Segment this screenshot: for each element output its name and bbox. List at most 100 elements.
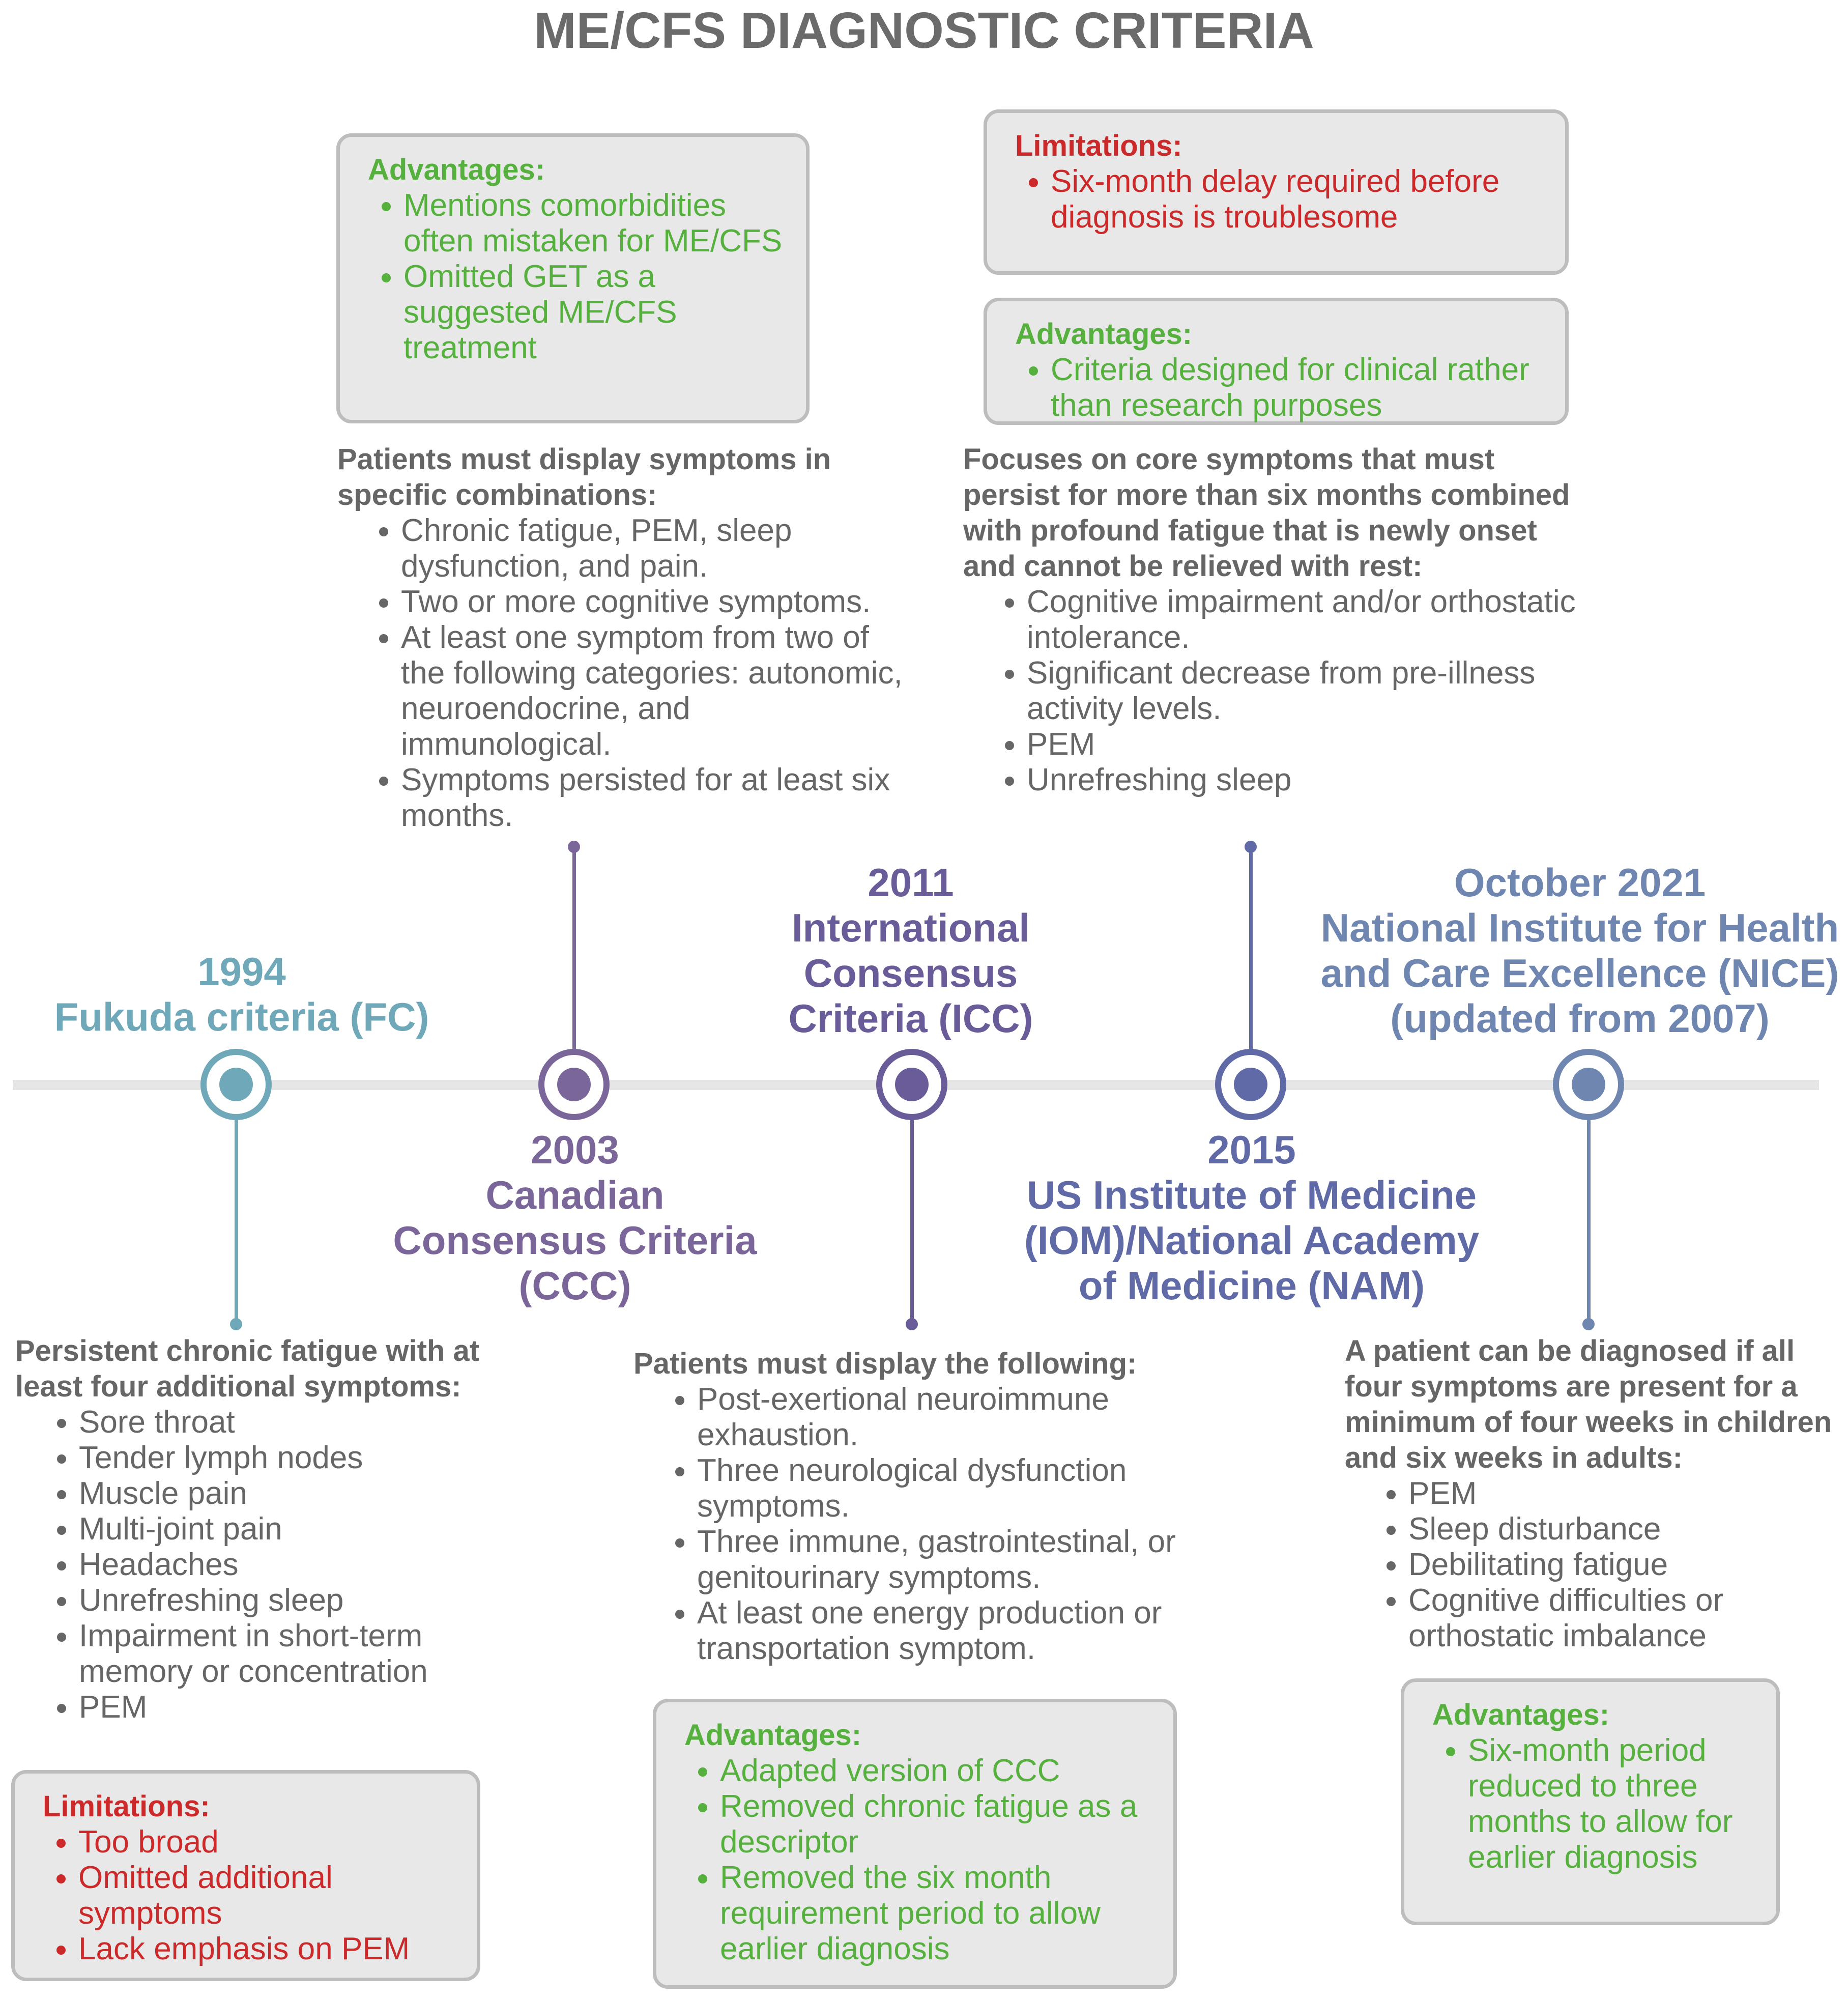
description-iom: Focuses on core symptoms that must persi… (963, 442, 1594, 798)
limitations-list: Six-month delay required before diagnosi… (1015, 164, 1545, 235)
list-item: Impairment in short-term memory or conce… (79, 1618, 514, 1690)
milestone-name-line: Canadian (485, 1173, 665, 1217)
marker-core (895, 1068, 929, 1101)
list-item: Three neurological dysfunction symptoms. (697, 1453, 1203, 1524)
list-item: Tender lymph nodes (79, 1440, 514, 1476)
timeline-marker-iom (1215, 1049, 1286, 1120)
list-item: At least one symptom from two of the fol… (401, 620, 907, 762)
description-nice: A patient can be diagnosed if all four s… (1345, 1333, 1833, 1654)
advantages-heading: Advantages: (1432, 1698, 1610, 1731)
connector-end-dot (1582, 1318, 1595, 1330)
list-item: Headaches (79, 1547, 514, 1583)
milestone-label-nice: October 2021 National Institute for Heal… (1318, 860, 1842, 1041)
timeline-marker-icc (876, 1049, 947, 1120)
connector-iom (1249, 847, 1253, 1050)
advantages-box-iom: Advantages: Criteria designed for clinic… (984, 298, 1569, 425)
list-item: PEM (1408, 1476, 1833, 1511)
milestone-name-line: (IOM)/National Academy (1024, 1218, 1480, 1263)
symptom-list: PEM Sleep disturbance Debilitating fatig… (1345, 1476, 1833, 1654)
advantages-heading: Advantages: (1015, 318, 1193, 351)
milestone-name-line: Criteria (ICC) (788, 996, 1033, 1041)
advantages-box-icc: Advantages: Adapted version of CCC Remov… (653, 1699, 1177, 1989)
advantages-heading: Advantages: (684, 1719, 862, 1752)
list-item: Chronic fatigue, PEM, sleep dysfunction,… (401, 513, 907, 584)
description-fc: Persistent chronic fatigue with at least… (15, 1333, 514, 1725)
milestone-name-line: (CCC) (518, 1263, 631, 1308)
list-item: Sleep disturbance (1408, 1511, 1833, 1547)
advantages-box-nice: Advantages: Six-month period reduced to … (1401, 1678, 1780, 1925)
limitations-list: Too broad Omitted additional symptoms La… (43, 1824, 456, 1967)
advantages-list: Criteria designed for clinical rather th… (1015, 352, 1545, 423)
list-item: Omitted GET as a suggested ME/CFS treatm… (403, 259, 786, 366)
symptom-list: Chronic fatigue, PEM, sleep dysfunction,… (337, 513, 907, 834)
description-lead: A patient can be diagnosed if all four s… (1345, 1334, 1832, 1474)
page-title: ME/CFS DIAGNOSTIC CRITERIA (534, 2, 1314, 59)
list-item: Unrefreshing sleep (79, 1583, 514, 1618)
list-item: PEM (1027, 727, 1594, 762)
symptom-list: Cognitive impairment and/or orthostatic … (963, 584, 1594, 798)
connector-ccc (572, 847, 576, 1050)
milestone-name-line: Consensus Criteria (393, 1218, 757, 1263)
milestone-label-iom: 2015 US Institute of Medicine (IOM)/Nati… (982, 1127, 1521, 1308)
list-item: PEM (79, 1690, 514, 1725)
advantages-heading: Advantages: (368, 153, 545, 186)
milestone-year: 2003 (531, 1127, 619, 1172)
limitations-heading: Limitations: (1015, 129, 1182, 162)
list-item: Removed the six month requirement period… (720, 1860, 1153, 1967)
timeline-marker-fc (200, 1049, 272, 1120)
limitations-box-fc: Limitations: Too broad Omitted additiona… (11, 1770, 480, 1981)
milestone-name-line: (updated from 2007) (1390, 996, 1770, 1041)
marker-core (557, 1068, 591, 1101)
marker-core (1234, 1068, 1267, 1101)
milestone-name-line: and Care Excellence (NICE) (1320, 951, 1839, 995)
connector-end-dot (906, 1318, 918, 1330)
list-item: Sore throat (79, 1405, 514, 1440)
list-item: Adapted version of CCC (720, 1753, 1153, 1789)
advantages-list: Adapted version of CCC Removed chronic f… (684, 1753, 1153, 1967)
list-item: Mentions comorbidities often mistaken fo… (403, 188, 786, 259)
connector-fc (235, 1120, 238, 1323)
symptom-list: Post-exertional neuroimmune exhaustion. … (633, 1382, 1203, 1667)
advantages-box-ccc: Advantages: Mentions comorbidities often… (336, 133, 810, 423)
milestone-label-fc: 1994 Fukuda criteria (FC) (31, 949, 453, 1040)
limitations-box-iom: Limitations: Six-month delay required be… (984, 109, 1569, 275)
advantages-list: Six-month period reduced to three months… (1432, 1733, 1756, 1875)
list-item: Multi-joint pain (79, 1511, 514, 1547)
list-item: At least one energy production or transp… (697, 1595, 1203, 1667)
marker-core (1572, 1068, 1605, 1101)
milestone-name-line: Consensus (803, 951, 1018, 995)
list-item: Cognitive difficulties or orthostatic im… (1408, 1583, 1833, 1654)
description-ccc: Patients must display symptoms in specif… (337, 442, 907, 834)
milestone-name-line: of Medicine (NAM) (1078, 1263, 1425, 1308)
list-item: Too broad (78, 1824, 456, 1860)
milestone-year: October 2021 (1454, 860, 1706, 905)
list-item: Muscle pain (79, 1476, 514, 1511)
timeline-marker-ccc (538, 1049, 610, 1120)
list-item: Omitted additional symptoms (78, 1860, 456, 1931)
timeline-marker-nice (1553, 1049, 1624, 1120)
list-item: Debilitating fatigue (1408, 1547, 1833, 1583)
symptom-list: Sore throat Tender lymph nodes Muscle pa… (15, 1405, 514, 1725)
list-item: Lack emphasis on PEM (78, 1931, 456, 1967)
list-item: Removed chronic fatigue as a descriptor (720, 1789, 1153, 1860)
milestone-name-line: National Institute for Health (1320, 905, 1839, 950)
description-lead: Patients must display symptoms in specif… (337, 443, 831, 511)
list-item: Post-exertional neuroimmune exhaustion. (697, 1382, 1203, 1453)
list-item: Cognitive impairment and/or orthostatic … (1027, 584, 1594, 655)
milestone-name-line: International (791, 905, 1030, 950)
list-item: Two or more cognitive symptoms. (401, 584, 907, 620)
advantages-list: Mentions comorbidities often mistaken fo… (368, 188, 786, 366)
list-item: Significant decrease from pre-illness ac… (1027, 655, 1594, 727)
milestone-year: 2015 (1207, 1127, 1296, 1172)
marker-core (219, 1068, 253, 1101)
milestone-year: 1994 (197, 949, 286, 994)
description-icc: Patients must display the following: Pos… (633, 1346, 1203, 1667)
list-item: Symptoms persisted for at least six mont… (401, 762, 907, 834)
milestone-label-icc: 2011 International Consensus Criteria (I… (728, 860, 1094, 1041)
milestone-label-ccc: 2003 Canadian Consensus Criteria (CCC) (356, 1127, 794, 1308)
list-item: Six-month period reduced to three months… (1468, 1733, 1756, 1875)
milestone-name-line: US Institute of Medicine (1026, 1173, 1477, 1217)
description-lead: Focuses on core symptoms that must persi… (963, 443, 1570, 583)
milestone-name: Fukuda criteria (FC) (54, 994, 429, 1039)
list-item: Unrefreshing sleep (1027, 762, 1594, 798)
